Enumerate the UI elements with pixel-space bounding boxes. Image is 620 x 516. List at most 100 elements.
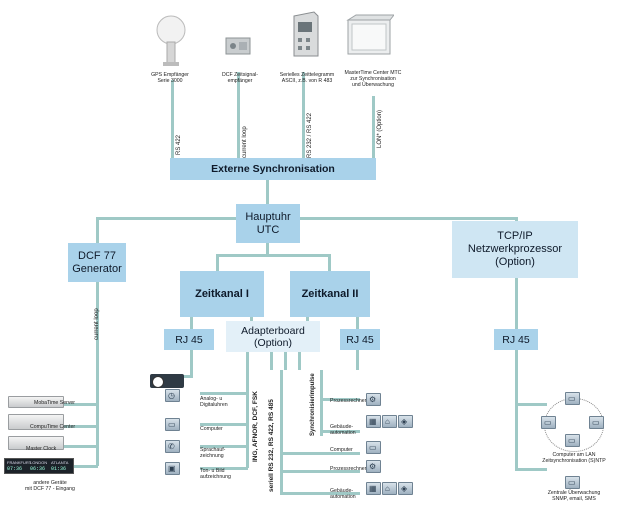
right-branch-1 xyxy=(320,398,360,401)
right-branch-3 xyxy=(280,452,360,455)
bus-horizontal-line xyxy=(96,217,518,220)
rj45-left-horizontal xyxy=(183,375,193,378)
lon-label: LON* (Option) xyxy=(377,109,383,148)
rj45-left-box: RJ 45 xyxy=(164,329,214,350)
rj45-left-down-line xyxy=(190,350,193,376)
dcf-receiver-line xyxy=(237,72,240,158)
mobatime-server-device xyxy=(8,396,64,408)
right-label-3: Computer xyxy=(330,447,353,453)
dcf77-branch-4 xyxy=(62,465,98,468)
rj45-tcp-down-line xyxy=(515,350,518,471)
rs232-rs422-label: RS 232 / RS 422 xyxy=(307,112,313,158)
serial-line xyxy=(302,72,305,158)
dcf-receiver-label: DCF Zeitsignal-empfänger xyxy=(221,72,259,84)
rj45-right-box: RJ 45 xyxy=(340,329,380,350)
ing-branch-3 xyxy=(200,445,248,448)
master-clock-device xyxy=(8,436,64,450)
building-icon-5: ⌂ xyxy=(382,482,397,495)
seriell-label: seriell RS 232, RS 422, RS 485 xyxy=(268,399,275,492)
monitor-branch-line xyxy=(515,468,547,471)
adapterboard-box: Adapterboard(Option) xyxy=(226,321,320,352)
hauptuhr-down-line xyxy=(266,243,269,255)
externe-synchronisation-box: Externe Synchronisation xyxy=(170,158,376,180)
adapter-pin-3 xyxy=(298,352,301,370)
right-label-1: Prozessrechner xyxy=(330,398,367,404)
lan-computer-icon-4: ▭ xyxy=(565,434,580,447)
rj45-right-down-line xyxy=(356,350,359,370)
master-clock-label: Master Clock xyxy=(26,446,57,452)
adapter-pin-2 xyxy=(284,352,287,370)
zk2-down-line xyxy=(356,317,359,329)
gps-line xyxy=(171,80,174,158)
building-icon-6: ◈ xyxy=(398,482,413,495)
ing-branch-2 xyxy=(200,423,248,426)
mid-label-2: Computer xyxy=(200,426,223,432)
rj45-tcp-box: RJ 45 xyxy=(494,329,538,350)
zk2-adapter-line xyxy=(306,317,309,321)
dcf-receiver-icon xyxy=(224,34,252,58)
lan-computer-icon-2: ▭ xyxy=(541,416,556,429)
gear-icon: ⚙ xyxy=(366,393,381,406)
building-icon-4: ▦ xyxy=(366,482,381,495)
computime-center-label: CompuTime Center xyxy=(30,424,76,430)
building-icon-3: ◈ xyxy=(398,415,413,428)
camera-icon: ▣ xyxy=(165,462,180,475)
phone-icon: ✆ xyxy=(165,440,180,453)
mastertime-cabinet-icon xyxy=(346,14,396,56)
zk1-down-line xyxy=(190,317,193,329)
ing-branch-1 xyxy=(200,392,248,395)
clock-icon: ◷ xyxy=(165,389,180,402)
tcpip-down-line xyxy=(515,278,518,330)
zk1-adapter-line xyxy=(250,317,253,321)
adapter-pin-1 xyxy=(270,352,273,370)
dcf77-branch-3 xyxy=(62,445,98,448)
analog-clock-icon xyxy=(152,376,164,388)
externe-to-hauptuhr-line xyxy=(266,180,269,204)
gear-icon-2: ⚙ xyxy=(366,460,381,473)
mid-label-3: Sprachauf-zeichnung xyxy=(200,447,226,459)
monitor-icon: ▭ xyxy=(565,476,580,489)
tcpip-drop-line xyxy=(515,217,518,221)
ing-branch-4 xyxy=(200,467,248,470)
computer-icon: ▭ xyxy=(165,418,180,431)
zeitkanal-1-box: Zeitkanal I xyxy=(180,271,264,317)
gps-antenna-icon xyxy=(154,10,188,70)
ing-bus-line xyxy=(246,352,249,468)
computer-icon-right: ▭ xyxy=(366,441,381,454)
zk2-up-line xyxy=(328,254,331,271)
lan-computer-icon-1: ▭ xyxy=(565,392,580,405)
right-branch-2 xyxy=(320,430,360,433)
rs422-label: RS 422 xyxy=(176,134,182,155)
current-loop-top-label: current loop xyxy=(242,126,248,158)
zeitkanal-split-line xyxy=(216,254,330,257)
dcf77-down-line xyxy=(96,282,99,466)
right-label-4: Prozessrechner xyxy=(330,466,367,472)
computime-center-device xyxy=(8,414,64,430)
dcf77-branch-1 xyxy=(62,403,98,406)
right-label-2: Gebäude-automation xyxy=(330,424,356,436)
serial-device-icon xyxy=(290,10,320,58)
right-branch-4 xyxy=(280,470,360,473)
building-icon-2: ⌂ xyxy=(382,415,397,428)
lan-computer-icon-3: ▭ xyxy=(589,416,604,429)
right-label-5: Gebäude-automation xyxy=(330,488,356,500)
building-icon: ▦ xyxy=(366,415,381,428)
dcf77-drop-line xyxy=(96,217,99,243)
sync-bus-line xyxy=(320,370,323,436)
current-loop-left-label: current loop xyxy=(94,308,100,340)
zk1-up-line xyxy=(216,254,219,271)
lan-branch-line xyxy=(515,403,547,406)
world-clock-panel: FRANKFURT LONDON ATLANTA 07:36 06:36 01:… xyxy=(4,458,74,474)
ing-afnor-label: ING, AFNOR, DCF, FSK xyxy=(252,391,259,462)
